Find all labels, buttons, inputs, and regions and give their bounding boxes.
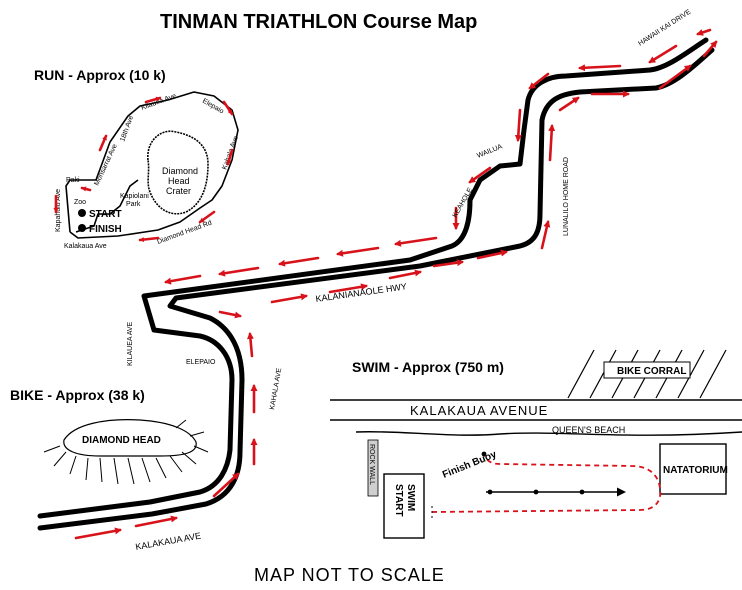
finish-buoy-label: Finish Buoy bbox=[441, 449, 499, 481]
natatorium-box bbox=[659, 443, 727, 495]
finish-buoy-marker bbox=[481, 451, 487, 457]
queens-beach-label: QUEEN'S BEACH bbox=[552, 425, 625, 435]
bike-elepaio-label: ELEPAIO bbox=[186, 359, 216, 366]
bike-section: BIKE - Approx (38 k) DIAMOND HEAD bbox=[10, 8, 718, 552]
run-start-marker bbox=[78, 209, 86, 217]
swim-start-box bbox=[383, 473, 425, 539]
run-kalakaua-label: Kalakaua Ave bbox=[64, 243, 107, 250]
run-18th-label: 18th Ave bbox=[119, 115, 135, 143]
bike-route-inner bbox=[37, 47, 715, 531]
queens-beach-shoreline bbox=[355, 431, 742, 436]
bike-kilauea-label: KILAUEA AVE bbox=[127, 321, 134, 366]
swim-start-label-1: SWIM bbox=[405, 484, 416, 511]
rock-wall-label: ROCK WALL bbox=[368, 444, 375, 485]
rock-wall bbox=[367, 439, 379, 497]
run-zoo-label: Zoo bbox=[74, 199, 86, 206]
bike-lunalilo-label: LUNALILO HOME ROAD bbox=[563, 157, 570, 236]
bike-hawaii-kai-label: HAWAII KAI DRIVE bbox=[637, 8, 692, 47]
bike-corral-box bbox=[603, 361, 691, 379]
kalakaua-avenue-label: KALAKAUA AVENUE bbox=[410, 403, 548, 418]
run-heading: RUN - Approx (10 k) bbox=[34, 67, 166, 83]
bike-arrows bbox=[74, 28, 718, 540]
run-park-label-2: Park bbox=[126, 201, 141, 208]
run-inner-route bbox=[75, 179, 139, 233]
run-finish-marker bbox=[78, 224, 86, 232]
run-diamond-head-rd-label: Diamond Head Rd bbox=[156, 220, 213, 246]
crater-label-3: Crater bbox=[166, 186, 191, 196]
crater-outline bbox=[147, 130, 209, 215]
swim-heading: SWIM - Approx (750 m) bbox=[352, 359, 504, 375]
run-start-label: START bbox=[89, 209, 122, 220]
bike-wailua-label: WAILUA bbox=[476, 143, 504, 160]
run-monsarrat-label: Monsarrat Ave bbox=[93, 143, 118, 187]
crater-label-2: Head bbox=[168, 176, 190, 186]
run-park-label-1: Kapiolani bbox=[120, 193, 149, 200]
swim-section: SWIM - Approx (750 m) KALAKAUA AVENUE BI… bbox=[330, 349, 742, 539]
run-arrows bbox=[53, 96, 234, 243]
bike-kahala-label: KAHALA AVE bbox=[269, 367, 283, 410]
map-title: TINMAN TRIATHLON Course Map bbox=[160, 11, 477, 33]
diamond-head-ridges bbox=[43, 419, 209, 485]
diamond-head-shape bbox=[63, 419, 197, 457]
crater-label-1: Diamond bbox=[162, 166, 198, 176]
run-finish-label: FINISH bbox=[89, 224, 122, 235]
bike-kalakaua-label: KALAKAUA AVE bbox=[135, 531, 202, 552]
run-kapahulu-label: Kapahulu Ave bbox=[55, 189, 62, 232]
bike-heading: BIKE - Approx (38 k) bbox=[10, 387, 145, 403]
bike-kalanianaole-label: KALANIANAOLE HWY bbox=[315, 281, 408, 304]
swim-buoy-line bbox=[486, 487, 626, 497]
map-not-to-scale-note: MAP NOT TO SCALE bbox=[254, 565, 445, 585]
bike-corral-label: BIKE CORRAL bbox=[617, 366, 686, 377]
bike-route-outer bbox=[37, 37, 709, 519]
run-paki-label: Paki bbox=[66, 177, 80, 184]
diamond-head-label: DIAMOND HEAD bbox=[82, 435, 161, 446]
run-elepaio-label: Elepaio bbox=[201, 98, 225, 116]
swim-start-label-2: START bbox=[393, 484, 404, 517]
natatorium-label: NATATORIUM bbox=[663, 465, 728, 476]
run-section: RUN - Approx (10 k) Diamond Head Crater … bbox=[34, 67, 240, 250]
swim-course-path bbox=[431, 453, 662, 513]
